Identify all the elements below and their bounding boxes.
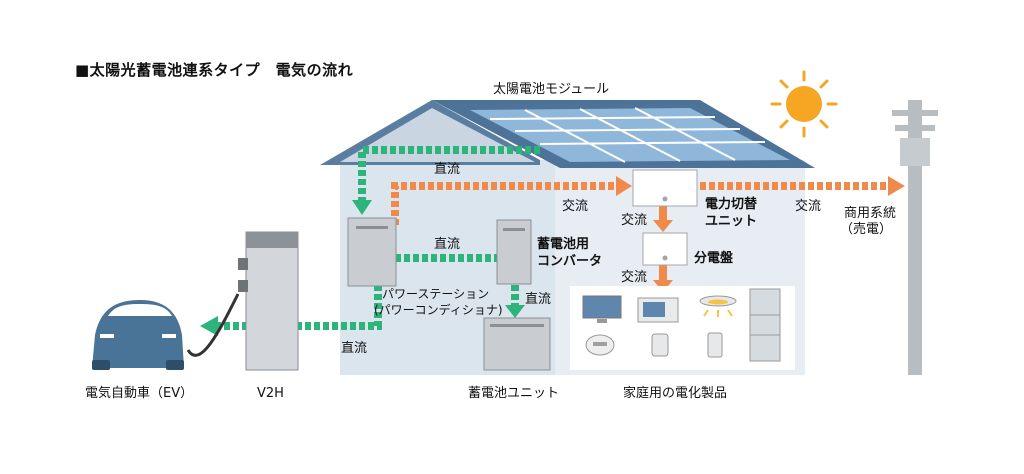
ac-panel-down-label: 交流 [621, 270, 648, 285]
solar-module-label: 太陽電池モジュール [493, 82, 610, 97]
ev-car-icon [92, 300, 184, 370]
switch-unit-label: 電力切替 [705, 197, 758, 212]
ac-flow [391, 176, 905, 292]
kettle-icon [651, 333, 669, 357]
microwave-icon [637, 297, 679, 323]
charging-cable [186, 293, 240, 357]
battery-unit-label: 蓄電池ユニット [468, 386, 560, 401]
smartphone-icon [707, 332, 723, 358]
dc-bottom-label: 直流 [341, 341, 368, 356]
appliances-label: 家庭用の電化製品 [623, 386, 728, 401]
power-station-label-2: (パワーコンディショナ) [374, 303, 503, 317]
tv-icon [582, 295, 622, 323]
appliances-panel [570, 286, 795, 370]
ev-label: 電気自動車（EV） [85, 386, 194, 401]
dc-mid-label: 直流 [434, 237, 461, 252]
power-station-box [347, 217, 397, 287]
switch-unit-box [632, 169, 698, 207]
v2h-label: V2H [257, 386, 284, 401]
solar-panel-array [470, 107, 790, 163]
converter-label-2: コンバータ [537, 254, 603, 269]
grid-label: 商用系統 [844, 206, 897, 221]
ceiling-light-icon [699, 295, 737, 317]
switch-unit-label-2: ユニット [705, 214, 758, 229]
power-station-label: パワーステーション [382, 287, 490, 301]
converter-label: 蓄電池用 [537, 237, 590, 252]
battery-unit-box [483, 317, 551, 371]
sun-icon [770, 70, 838, 138]
refrigerator-icon [749, 288, 781, 362]
grid-label-2: （売電） [840, 222, 893, 237]
distribution-board-label: 分電盤 [694, 251, 734, 266]
diagram-title: ■太陽光蓄電池連系タイプ 電気の流れ [75, 61, 354, 79]
converter-box [496, 219, 532, 285]
distribution-board-box [642, 232, 688, 266]
dc-right-label: 直流 [525, 292, 552, 307]
ac-grid-label: 交流 [795, 199, 822, 214]
ac-top-label: 交流 [562, 199, 589, 214]
v2h-unit [238, 231, 299, 371]
dc-top-label: 直流 [434, 162, 461, 177]
utility-pole [892, 100, 938, 375]
ac-switch-down-label: 交流 [621, 213, 648, 228]
rice-cooker-icon [585, 334, 615, 356]
